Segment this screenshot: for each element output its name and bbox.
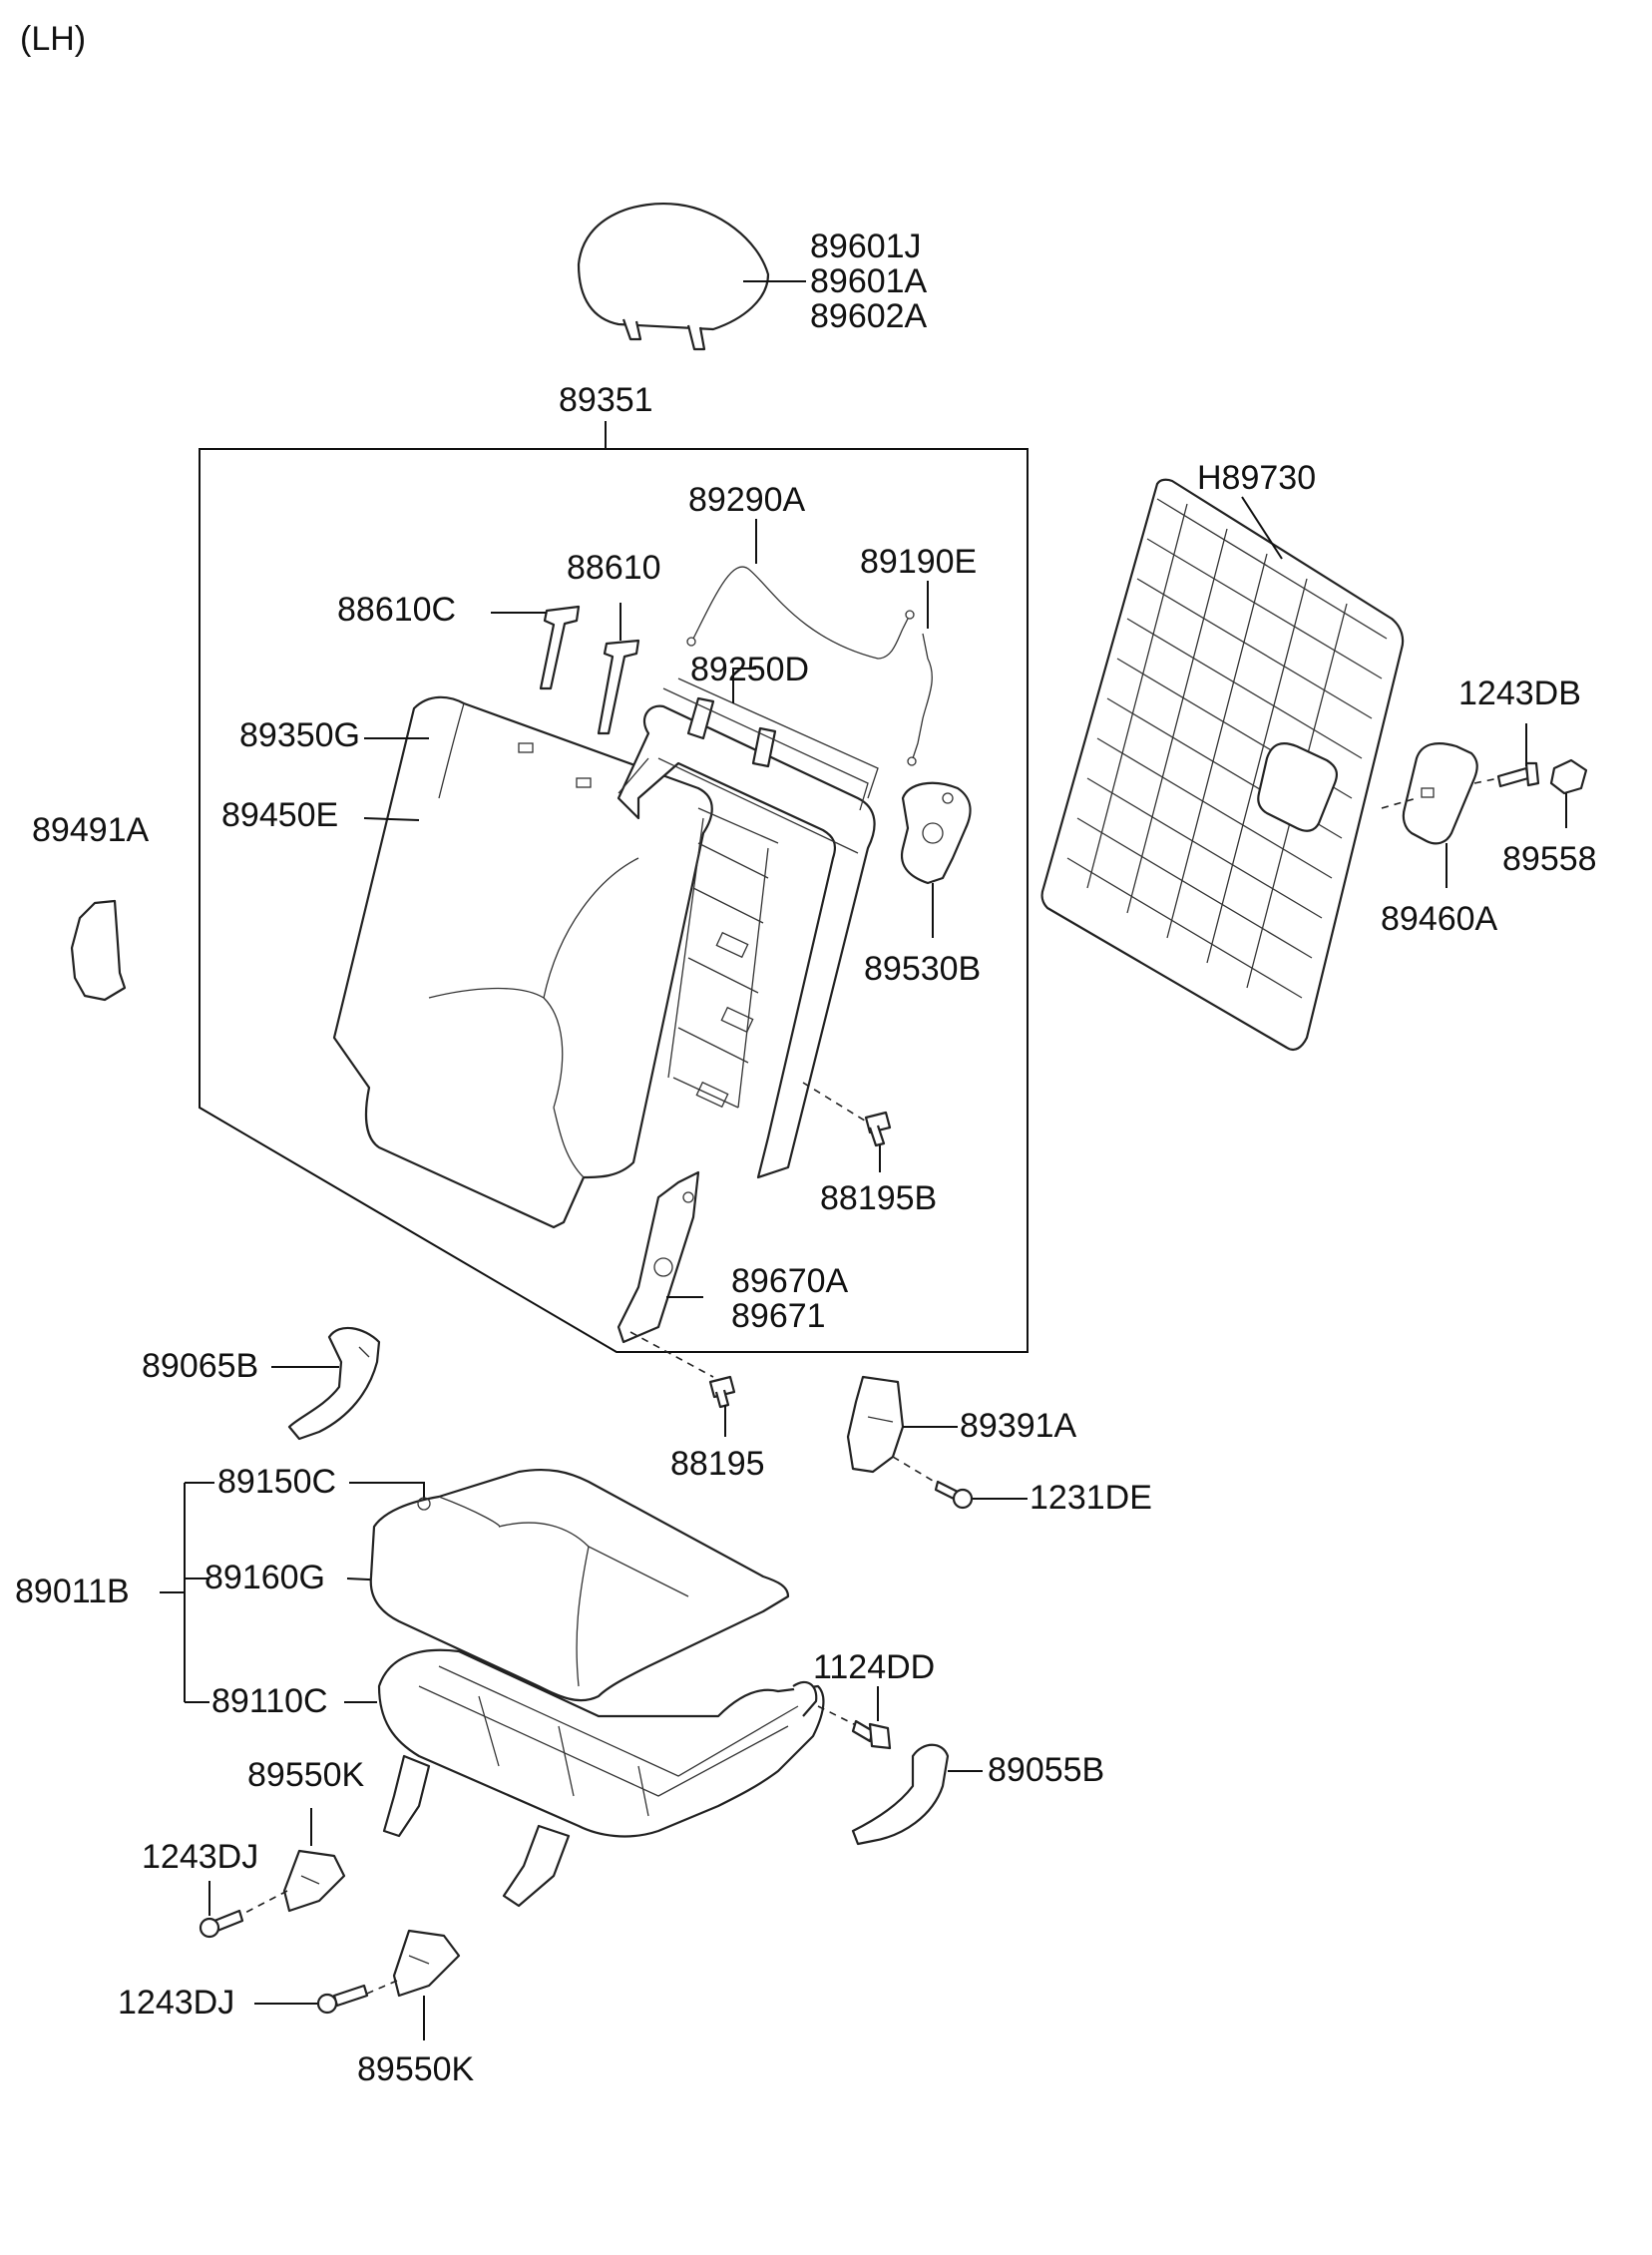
label-88610: 88610 [567,549,661,587]
seatback-cover-drawing [332,695,713,1229]
side-label: (LH) [20,20,86,58]
label-88195: 88195 [670,1445,765,1483]
label-89391A: 89391A [960,1407,1077,1445]
cap-89558-drawing [1549,758,1588,795]
recliner-drawing [900,781,972,885]
dash-1124DD [817,1705,859,1727]
label-89670A: 89670A [731,1262,849,1300]
label-89601A: 89601A [810,262,928,300]
label-89190E: 89190E [860,543,977,581]
side-cover-89491A-drawing [70,899,127,1002]
seat-cushion-frame-drawing [377,1648,825,1908]
bolt-88195-drawing [708,1375,736,1409]
back-assy-outline [199,448,1029,1353]
label-88195B: 88195B [820,1179,937,1217]
dash-1243DJ-top [238,1890,288,1917]
label-1124DD: 1124DD [813,1648,935,1686]
screw-1231DE-drawing [934,1480,974,1510]
label-89250D: 89250D [690,651,809,688]
dash-1231DE [892,1456,944,1488]
label-89530B: 89530B [864,950,981,988]
release-cable-drawing [686,566,915,660]
label-89450E: 89450E [221,796,338,834]
seatback-frame-drawing [617,677,879,1179]
hinge-bracket-drawing [617,1170,700,1344]
label-89065B: 89065B [142,1347,258,1385]
screw-1243DJ-bottom-drawing [316,1984,369,2015]
label-89351: 89351 [559,381,653,419]
screw-1243DJ-top-drawing [199,1909,244,1939]
leader-89450E [363,817,420,821]
label-89350G: 89350G [239,716,360,754]
label-1243DB: 1243DB [1458,675,1581,712]
leader-89150C [349,1482,425,1502]
label-88610C: 88610C [337,591,456,629]
dash-handle [1381,797,1418,809]
headrest-guide-c-drawing [539,605,581,690]
label-H89730: H89730 [1197,459,1316,497]
leader-89250D [732,668,756,703]
label-89602A: 89602A [810,297,928,335]
bolt-88195B-drawing [864,1111,892,1147]
cover-89391A-drawing [846,1375,905,1474]
label-89460A: 89460A [1381,900,1498,938]
label-89110C: 89110C [211,1682,328,1720]
screw-1243DB-drawing [1496,761,1540,788]
label-89550K-bottom: 89550K [357,2050,475,2088]
cover-89065B-drawing [287,1326,381,1441]
headrest-guide-drawing [597,639,640,735]
cover-89055B-drawing [851,1743,950,1846]
label-1231DE: 1231DE [1030,1479,1152,1517]
label-89055B: 89055B [988,1751,1104,1789]
dash-hinge [629,1331,714,1378]
label-89011B: 89011B [15,1573,130,1610]
label-1243DJ-top: 1243DJ [142,1838,258,1876]
label-89491A: 89491A [32,811,150,849]
leader-H89730 [1241,496,1283,560]
label-89558: 89558 [1502,840,1597,878]
bracket-89011B [160,1482,214,1703]
bracket-89550K-top-drawing [282,1849,346,1913]
release-handle-drawing [1402,742,1478,845]
label-1243DJ-bottom: 1243DJ [118,1984,234,2022]
bolt-1124DD-drawing [851,1719,892,1750]
label-89290A: 89290A [688,481,806,519]
striker-drawing [907,633,933,766]
label-89160G: 89160G [205,1559,325,1596]
label-89550K-top: 89550K [247,1756,365,1794]
label-89601J: 89601J [810,227,922,265]
label-89671: 89671 [731,1297,826,1335]
label-89150C: 89150C [217,1463,336,1501]
seatback-board-drawing [1040,478,1405,1052]
seat-cushion-drawing [369,1468,790,1702]
headrest-drawing [577,203,770,351]
bracket-89550K-bottom-drawing [392,1929,461,1998]
dash-88195B [802,1082,869,1124]
dash-1243DB [1473,777,1499,784]
